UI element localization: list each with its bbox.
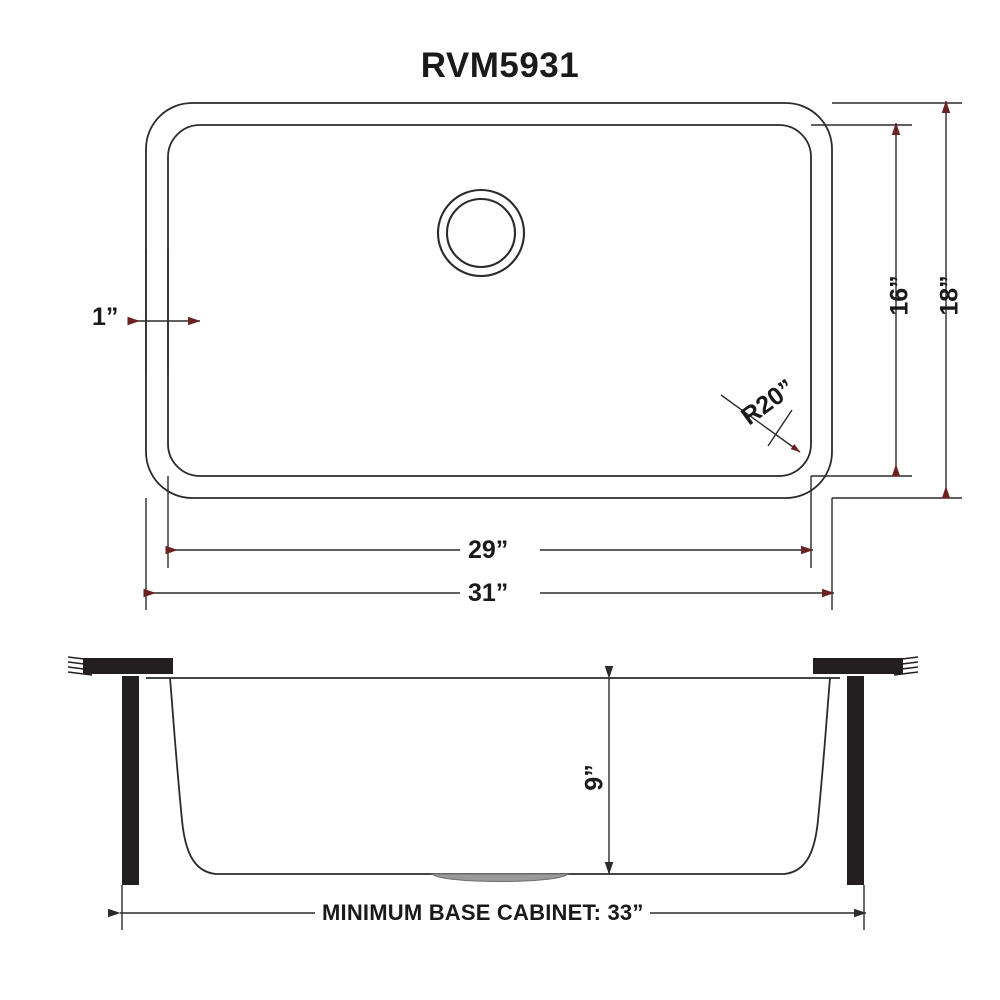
sink-bowl-outline: [167, 124, 812, 477]
dimension-label-overall-width: 31”: [468, 579, 509, 607]
countertop-left-break-hatch-icon: [67, 656, 93, 676]
dimension-label-rim-width: 1”: [92, 303, 119, 331]
countertop-left: [83, 658, 173, 674]
dimension-label-bowl-depth: 9”: [580, 764, 609, 791]
countertop-right-break-hatch-icon: [893, 656, 919, 676]
cabinet-wall-right: [847, 676, 864, 885]
dimension-label-bowl-height: 16”: [885, 275, 914, 316]
dimension-label-minimum-base-cabinet: MINIMUM BASE CABINET: 33”: [322, 900, 644, 925]
drain-outer-ring-icon: [436, 188, 526, 278]
dimension-bowl-width: [165, 476, 814, 568]
cabinet-wall-left: [122, 676, 139, 885]
drain-inner-ring-icon: [445, 197, 517, 269]
dimension-overall-height: [832, 100, 962, 499]
dimension-corner-radius: [720, 394, 801, 453]
section-drain-depression: [430, 873, 570, 882]
bowl-section-profile: [169, 677, 831, 875]
sink-rim-outline: [145, 102, 833, 499]
dimension-overall-width: [143, 498, 835, 610]
dimension-label-overall-height: 18”: [935, 275, 964, 316]
countertop-right: [813, 658, 903, 674]
dimension-minimum-base-cabinet: [108, 885, 867, 930]
dimension-label-bowl-width: 29”: [468, 536, 509, 564]
page-title: RVM5931: [420, 46, 580, 85]
top-view-group: [127, 100, 962, 610]
dimension-bowl-height: [811, 122, 912, 477]
section-view-group: [67, 656, 919, 930]
dimension-rim-width: [127, 250, 201, 372]
